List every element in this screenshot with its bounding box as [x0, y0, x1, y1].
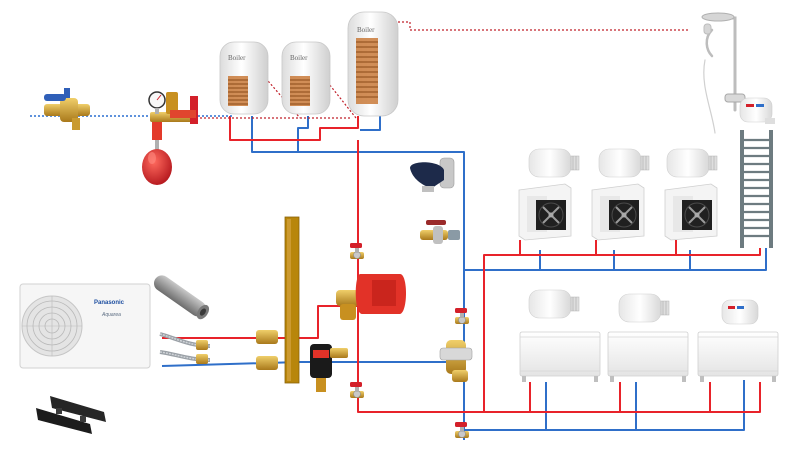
manifold-bar: [256, 216, 300, 384]
pressure-gauge-icon: [148, 91, 166, 114]
boiler-2-label: Boiler: [290, 54, 308, 62]
boiler-1-label: Boiler: [228, 54, 246, 62]
ball-valve-icon: [349, 381, 365, 399]
boiler-3-label: Boiler: [357, 26, 375, 34]
ball-valve-icon: [44, 88, 90, 130]
pipe-insulation-icon: [153, 275, 210, 320]
shower-icon: [701, 12, 746, 134]
panel-radiator-icon: [519, 289, 779, 383]
heat-pump-brand: Panasonic: [94, 300, 125, 306]
zone-valve-icon: [336, 274, 406, 320]
thermostatic-head-icon: [739, 97, 775, 124]
expansion-vessel-icon: [142, 140, 172, 185]
magnetic-filter-icon: [310, 344, 348, 392]
ball-valve-icon: [349, 242, 365, 260]
anti-vibration-feet-icon: [36, 396, 106, 434]
fan-convector-icon: [518, 148, 718, 241]
boiler-tanks: Boiler Boiler Boiler: [219, 11, 399, 117]
flexible-hose-icon: [159, 332, 211, 364]
safety-group: [148, 91, 198, 140]
ball-valve-icon: [454, 307, 470, 325]
towel-rail-icon: [740, 130, 773, 248]
heat-pump-icon: Panasonic Aquarea: [19, 283, 151, 369]
mixing-valve: [439, 340, 473, 382]
drain-valve: [420, 220, 460, 244]
tap-icon: [410, 157, 455, 192]
pipework: [161, 116, 767, 440]
heat-pump-model: Aquarea: [101, 312, 121, 318]
